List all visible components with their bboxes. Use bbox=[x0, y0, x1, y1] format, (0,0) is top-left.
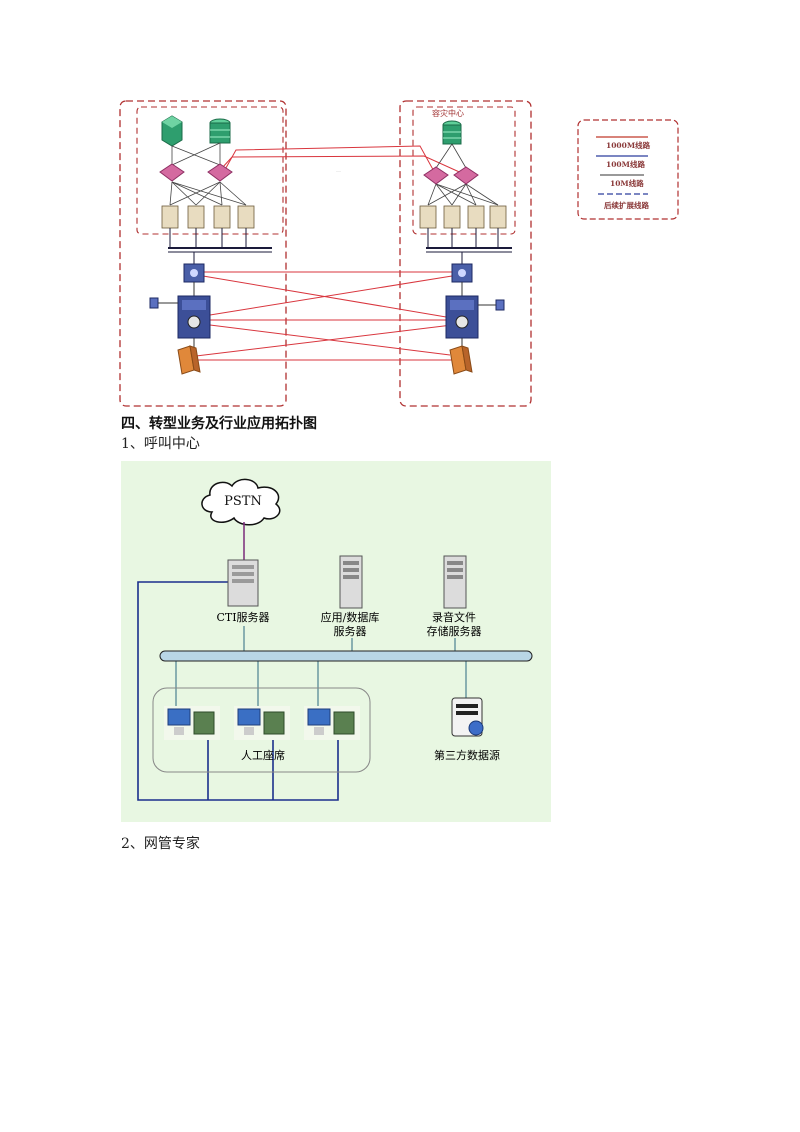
storage-icon bbox=[161, 115, 183, 147]
access-switch-icon bbox=[451, 263, 473, 283]
subsection-call-center: 1、呼叫中心 bbox=[121, 436, 200, 452]
call-center-topology: PSTN CTI服务器 应用/数据库 服务器 录音文件 存储服务器 bbox=[137, 478, 533, 801]
legend-label-expansion: 后续扩展线路 bbox=[604, 200, 649, 210]
cti-server-label: CTI服务器 bbox=[216, 611, 269, 624]
pstn-cloud-icon bbox=[201, 478, 281, 526]
lan-bus bbox=[159, 650, 533, 662]
recording-server-icon bbox=[443, 555, 467, 609]
firewall-icon bbox=[449, 345, 473, 375]
dr-center-label: 容灾中心 bbox=[432, 108, 464, 118]
legend-frame bbox=[577, 119, 679, 220]
section-heading: 四、转型业务及行业应用拓扑图 bbox=[121, 416, 317, 432]
fc-switch-icon bbox=[423, 166, 449, 185]
cti-server-icon bbox=[227, 559, 259, 607]
app-db-server-label-line2: 服务器 bbox=[334, 625, 367, 638]
core-switch-icon bbox=[445, 295, 479, 339]
agent-workstation-icon bbox=[167, 708, 215, 735]
agent-workstation-icon bbox=[307, 708, 355, 735]
dual-datacenter-topology: ····· 容灾中心 bbox=[119, 100, 679, 407]
firewall-icon bbox=[177, 345, 201, 375]
pstn-label: PSTN bbox=[224, 494, 262, 509]
fc-switch-icon bbox=[453, 166, 479, 185]
svg-text:·····: ····· bbox=[336, 169, 341, 173]
app-db-server-label-line1: 应用/数据库 bbox=[321, 610, 380, 624]
legend-label-100m: 100M线路 bbox=[606, 159, 645, 169]
dr-center-frame bbox=[399, 100, 532, 407]
legend-label-10m: 10M线路 bbox=[610, 178, 644, 188]
core-switch-icon bbox=[177, 295, 211, 339]
storage-icon bbox=[442, 120, 462, 145]
primary-center-frame bbox=[119, 100, 287, 407]
third-party-label: 第三方数据源 bbox=[434, 748, 500, 762]
third-party-data-source-icon bbox=[451, 697, 484, 737]
agent-workstation-icon bbox=[237, 708, 285, 735]
agents-label: 人工座席 bbox=[241, 748, 285, 762]
fc-switch-icon bbox=[159, 163, 185, 182]
legend-label-1000m: 1000M线路 bbox=[606, 140, 651, 150]
app-db-server-icon bbox=[339, 555, 363, 609]
storage-icon bbox=[209, 118, 231, 144]
fc-switch-icon bbox=[207, 163, 233, 182]
agent-group-frame bbox=[152, 687, 371, 773]
dr-server-frame bbox=[412, 106, 516, 235]
subsection-nms-expert: 2、网管专家 bbox=[121, 836, 200, 852]
recording-server-label-line1: 录音文件 bbox=[432, 610, 476, 624]
call-center-panel bbox=[121, 461, 551, 822]
primary-server-frame bbox=[136, 106, 284, 235]
recording-server-label-line2: 存储服务器 bbox=[427, 624, 482, 638]
